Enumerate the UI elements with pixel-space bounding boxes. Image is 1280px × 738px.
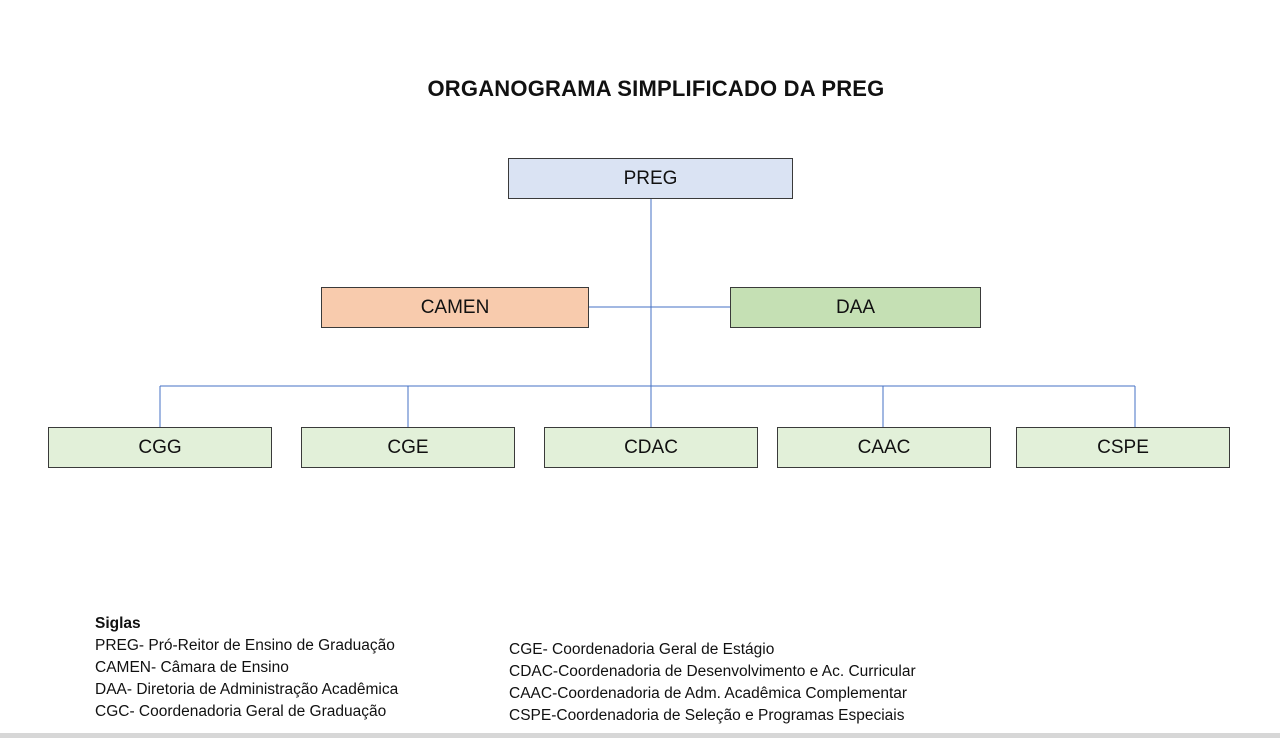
node-cspe-label: CSPE xyxy=(1097,436,1149,458)
legend-item-cdac: CDAC-Coordenadoria de Desenvolvimento e … xyxy=(509,663,916,680)
legend-left: Siglas PREG- Pró-Reitor de Ensino de Gra… xyxy=(95,613,398,723)
node-cdac: CDAC xyxy=(544,427,758,468)
node-cgg: CGG xyxy=(48,427,272,468)
node-daa: DAA xyxy=(730,287,981,328)
legend-item-preg: PREG- Pró-Reitor de Ensino de Graduação xyxy=(95,637,395,654)
legend-right: CGE- Coordenadoria Geral de Estágio CDAC… xyxy=(509,639,916,727)
node-camen: CAMEN xyxy=(321,287,589,328)
legend-item-camen: CAMEN- Câmara de Ensino xyxy=(95,659,289,676)
legend-item-cgc: CGC- Coordenadoria Geral de Graduação xyxy=(95,703,387,720)
node-cge: CGE xyxy=(301,427,515,468)
legend-item-cspe: CSPE-Coordenadoria de Seleção e Programa… xyxy=(509,707,905,724)
bottom-scrollbar-track xyxy=(0,733,1280,738)
legend-item-daa: DAA- Diretoria de Administração Acadêmic… xyxy=(95,681,399,698)
node-preg: PREG xyxy=(508,158,793,199)
node-cspe: CSPE xyxy=(1016,427,1230,468)
node-cge-label: CGE xyxy=(387,436,429,458)
legend-item-caac: CAAC-Coordenadoria de Adm. Acadêmica Com… xyxy=(509,685,908,702)
node-preg-label: PREG xyxy=(623,167,678,189)
node-camen-label: CAMEN xyxy=(420,296,490,318)
node-cdac-label: CDAC xyxy=(624,436,678,458)
node-cgg-label: CGG xyxy=(138,436,182,458)
chart-title: ORGANOGRAMA SIMPLIFICADO DA PREG xyxy=(427,76,885,101)
legend-heading: Siglas xyxy=(95,615,141,632)
legend-item-cge: CGE- Coordenadoria Geral de Estágio xyxy=(509,641,775,658)
node-daa-label: DAA xyxy=(835,296,876,318)
node-caac: CAAC xyxy=(777,427,991,468)
node-caac-label: CAAC xyxy=(857,436,911,458)
